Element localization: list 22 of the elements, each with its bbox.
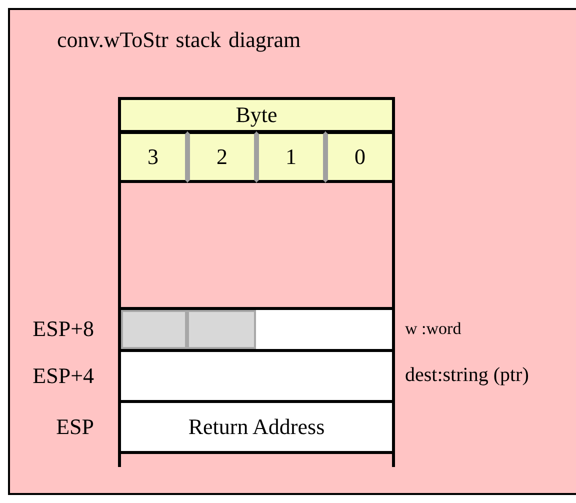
offset-label: ESP [56, 414, 94, 440]
diagram-title: conv.wToStr stack diagram [57, 27, 301, 53]
stack-slot [118, 349, 395, 403]
cell-text: 3 [148, 144, 158, 170]
byte-index-cell [325, 131, 395, 183]
cell-text: Return Address [188, 414, 325, 440]
parameter-label: dest:string (ptr) [405, 364, 529, 387]
byte-index-cell [187, 131, 257, 183]
stack-slot [118, 307, 395, 352]
cell-text: Byte [236, 102, 278, 128]
cell-text: 1 [286, 144, 296, 170]
byte-index-cell [256, 131, 326, 183]
offset-label: ESP+4 [32, 362, 94, 389]
parameter-label: w :word [405, 319, 462, 340]
unused-byte-cell [121, 310, 187, 349]
byte-index-cell [118, 131, 188, 183]
offset-label: ESP+8 [32, 316, 94, 342]
stack-slot [118, 400, 395, 454]
cell-text: 0 [354, 144, 366, 170]
cell-text: 2 [216, 144, 228, 170]
unused-byte-cell [187, 310, 256, 349]
header-cell [118, 97, 395, 133]
